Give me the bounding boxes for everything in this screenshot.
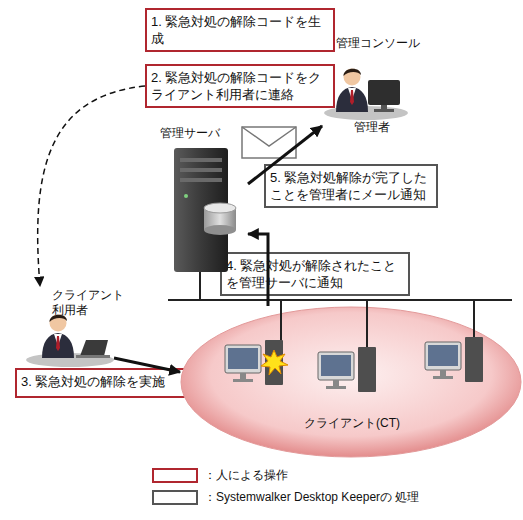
legend-swatch <box>152 490 198 505</box>
legend-text: ：Systemwalker Desktop Keeperの 処理 <box>204 490 419 505</box>
legend-swatch <box>152 468 198 483</box>
mail-envelope <box>242 127 296 158</box>
server-figure <box>174 148 236 272</box>
node-label: 管理コンソール <box>336 36 420 51</box>
node-label: クライアント(CT) <box>304 416 400 431</box>
admin-figure <box>324 69 408 121</box>
step-text: 3. 緊急対処の解除を実施 <box>21 373 191 390</box>
step-text: 1. 緊急対処の解除コードを生成 <box>151 13 329 47</box>
step-text: 4. 緊急対処が解除されたことを管理サーバに通知 <box>226 257 404 291</box>
flow-arrow <box>38 86 145 286</box>
alert-burst <box>261 350 288 375</box>
step-box: 2. 緊急対処の解除コードをクライアント利用者に連絡 <box>145 64 335 108</box>
client-group: クライアント(CT) <box>180 306 522 458</box>
admin-console: 管理コンソール管理者 <box>322 34 418 136</box>
process-box: 5. 緊急対処解除が完了したことを管理者にメール通知 <box>264 164 438 208</box>
flow-arrow <box>114 358 180 372</box>
flow-arrow <box>248 234 268 306</box>
step-box: 1. 緊急対処の解除コードを生成 <box>145 8 335 52</box>
node-label: 管理サーバ <box>160 126 220 141</box>
process-box: 4. 緊急対処が解除されたことを管理サーバに通知 <box>220 252 410 296</box>
client-pc <box>318 347 376 392</box>
client-user-figure <box>26 315 114 368</box>
node-label: クライアント利用者 <box>52 288 128 318</box>
step-text: 2. 緊急対処の解除コードをクライアント利用者に連絡 <box>151 69 329 103</box>
network-wire <box>168 272 512 347</box>
client-pc <box>425 337 483 382</box>
step-box: 3. 緊急対処の解除を実施 <box>15 368 197 398</box>
ellipse-outline <box>180 306 522 458</box>
node-label: 管理者 <box>354 120 390 135</box>
client-pc <box>225 340 283 385</box>
client-user: クライアント利用者 <box>22 286 114 368</box>
flow-arrow <box>248 126 322 184</box>
step-text: 5. 緊急対処解除が完了したことを管理者にメール通知 <box>270 169 432 203</box>
legend-text: ：人による操作 <box>204 468 288 483</box>
